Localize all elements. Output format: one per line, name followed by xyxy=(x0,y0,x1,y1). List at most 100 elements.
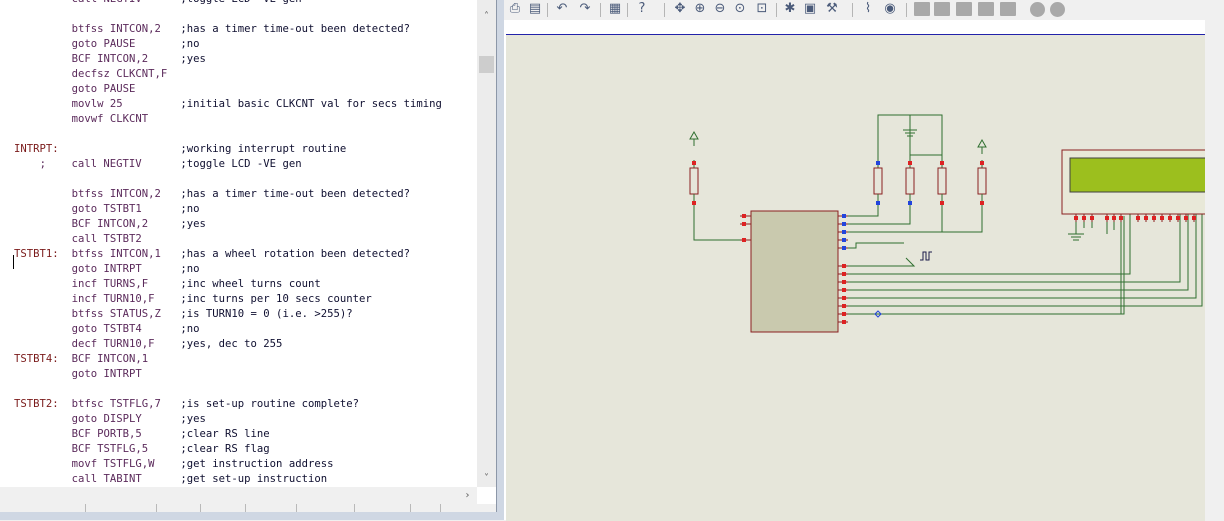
disabled-tool-icon xyxy=(934,2,950,16)
code-instruction: call TABINT xyxy=(71,473,142,485)
lcd-screen xyxy=(1069,157,1205,193)
vertical-scrollbar[interactable]: ˄ ˅ xyxy=(477,0,496,487)
redo-icon[interactable]: ↷ xyxy=(579,1,591,16)
wire xyxy=(909,154,942,160)
code-instruction: goto PAUSE xyxy=(71,83,136,95)
code-comment: ;has a timer time-out been detected? xyxy=(180,23,410,35)
code-label: TSTBT1: xyxy=(14,248,59,260)
scroll-right-icon[interactable]: › xyxy=(465,490,470,501)
lcd-pin-marker xyxy=(1152,216,1156,220)
wire xyxy=(848,206,879,217)
mcu-pin-marker xyxy=(842,304,846,308)
simulation-graph-icon[interactable]: ⌇ xyxy=(864,1,872,16)
lcd-pin-marker xyxy=(1082,216,1086,220)
pin-marker xyxy=(908,161,912,165)
code-comment: ;no xyxy=(180,203,200,215)
code-label: INTRPT: xyxy=(14,143,59,155)
disabled-tool-icon xyxy=(914,2,930,16)
code-comment: ;no xyxy=(180,263,200,275)
wire xyxy=(942,206,983,233)
text-caret xyxy=(13,255,14,269)
mcu-pin-marker xyxy=(842,280,846,284)
zoom-out-icon[interactable]: ⊖ xyxy=(714,1,726,16)
print-icon[interactable]: ⎙ xyxy=(509,1,521,16)
code-comment: ;get instruction address xyxy=(180,458,334,470)
code-instruction: incf TURNS,F xyxy=(71,278,149,290)
disabled-tool-icon xyxy=(1000,2,1016,16)
schematic-editor-window: ⎙ ▤ ↶ ↷ ▦? ✥ ⊕ ⊖ ⊙ ⊡ ✱ ▣ ⚒ ⌇ ◉ xyxy=(504,0,1224,521)
zoom-area-icon[interactable]: ⊡ xyxy=(756,1,768,16)
mcu-pin-marker xyxy=(842,238,846,242)
wire xyxy=(848,242,904,249)
mcu-pin-marker xyxy=(742,222,746,226)
power-terminal-icon xyxy=(977,138,987,148)
wire xyxy=(848,216,1125,315)
scroll-down-icon[interactable]: ˅ xyxy=(484,473,489,484)
lcd-pin-marker xyxy=(1160,216,1164,220)
schematic-canvas[interactable] xyxy=(504,20,1205,521)
disabled-tool-icon xyxy=(1050,2,1065,17)
help-icon[interactable]: ? xyxy=(638,1,646,16)
code-instruction: BCF INTCON,1 xyxy=(71,353,149,365)
r4-body[interactable] xyxy=(689,167,699,195)
pin-marker xyxy=(980,161,984,165)
code-instruction: btfss INTCON,2 xyxy=(71,23,161,35)
horizontal-scrollbar[interactable]: › xyxy=(0,487,477,504)
code-instruction: movwf CLKCNT xyxy=(71,113,149,125)
lcd-pin-marker xyxy=(1090,216,1094,220)
code-instruction: goto DISPLY xyxy=(71,413,142,425)
lcd-pin-marker xyxy=(1184,216,1188,220)
debug-icon[interactable]: ✱ xyxy=(784,1,796,16)
code-instruction: btfss INTCON,2 xyxy=(71,188,161,200)
scroll-up-icon[interactable]: ˄ xyxy=(484,11,489,22)
mcu-pin-marker xyxy=(842,296,846,300)
code-instruction: ; call NEGTIV xyxy=(39,158,142,170)
editor-status-bar xyxy=(0,504,496,512)
code-instruction: decf TURN10,F xyxy=(71,338,155,350)
wire xyxy=(848,214,1181,283)
code-comment: ;working interrupt routine xyxy=(180,143,347,155)
netlist-icon[interactable]: ▣ xyxy=(803,1,817,16)
wire xyxy=(848,257,916,267)
r2-body[interactable] xyxy=(905,167,915,195)
r5-body[interactable] xyxy=(977,167,987,195)
r1-body[interactable] xyxy=(873,167,883,195)
pic16f84a-chip[interactable] xyxy=(750,210,839,333)
pin-marker xyxy=(940,201,944,205)
code-instruction: goto TSTBT4 xyxy=(71,323,142,335)
scrollbar-thumb[interactable] xyxy=(479,56,494,73)
code-comment: ;inc turns per 10 secs counter xyxy=(180,293,372,305)
code-instruction: goto INTRPT xyxy=(71,263,142,275)
code-instruction: movlw 25 xyxy=(71,98,123,110)
zoom-all-icon[interactable]: ⊙ xyxy=(734,1,746,16)
undo-icon[interactable]: ↶ xyxy=(556,1,568,16)
tools-icon[interactable]: ⚒ xyxy=(826,1,838,16)
r3-body[interactable] xyxy=(937,167,947,195)
mcu-pin-marker xyxy=(742,238,746,242)
code-instruction: goto INTRPT xyxy=(71,368,142,380)
wire xyxy=(848,206,943,233)
code-comment: ;is TURN10 = 0 (i.e. >255)? xyxy=(180,308,353,320)
pan-icon[interactable]: ✥ xyxy=(674,1,686,16)
view-icon[interactable]: ◉ xyxy=(884,1,896,16)
code-instruction: BCF INTCON,2 xyxy=(71,218,149,230)
page-icon[interactable]: ▤ xyxy=(528,1,542,16)
canvas-vertical-scrollbar[interactable] xyxy=(1205,20,1224,520)
code-instruction: BCF TSTFLG,5 xyxy=(71,443,149,455)
code-instruction: BCF PORTB,5 xyxy=(71,428,142,440)
pin-marker xyxy=(940,161,944,165)
lcd-pin-marker xyxy=(1144,216,1148,220)
code-comment: ;clear RS flag xyxy=(180,443,270,455)
zoom-in-icon[interactable]: ⊕ xyxy=(694,1,706,16)
code-comment: ;yes xyxy=(180,53,206,65)
pin-marker xyxy=(876,201,880,205)
lcd-pin-marker xyxy=(1119,216,1123,220)
wire xyxy=(848,206,911,225)
schematic-sheet xyxy=(506,34,1205,521)
component-icon[interactable]: ▦ xyxy=(608,1,622,16)
wire xyxy=(693,206,744,241)
code-comment: ;initial basic CLKCNT val for secs timin… xyxy=(180,98,442,110)
wire xyxy=(848,214,1189,291)
code-instruction: call NEGTIV xyxy=(72,0,142,7)
